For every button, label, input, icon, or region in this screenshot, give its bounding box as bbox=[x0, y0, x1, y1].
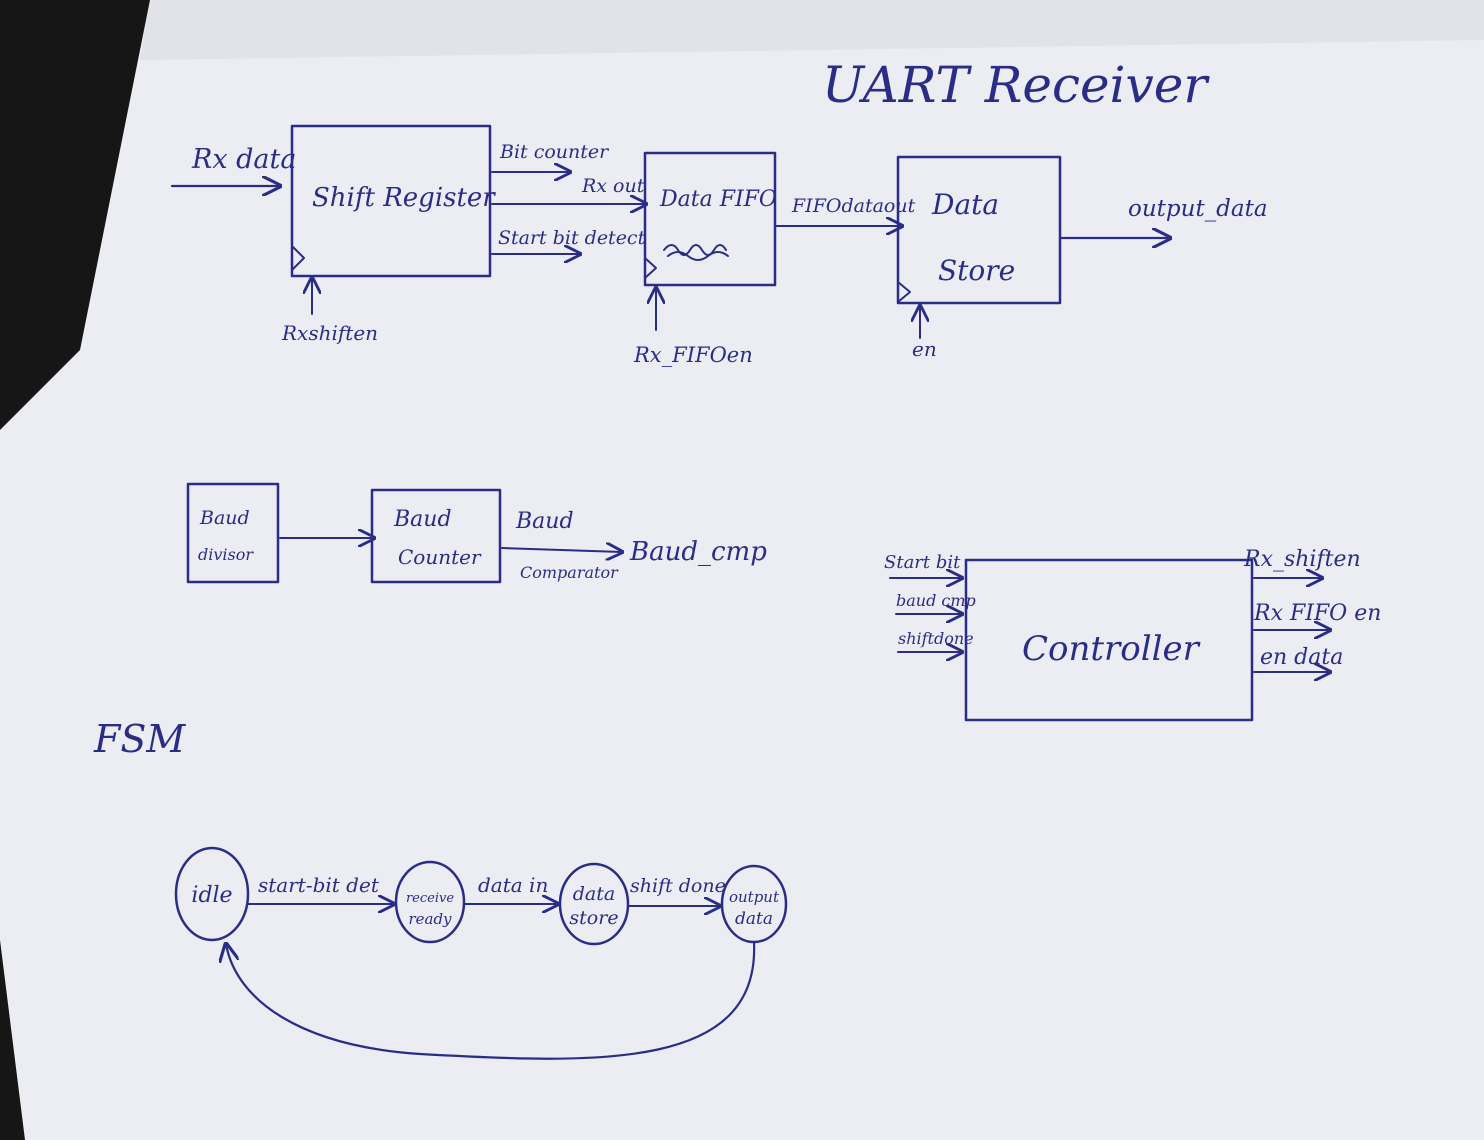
controller-input-baud-cmp: baud cmp bbox=[896, 591, 976, 610]
fsm-state-data-store-line2: store bbox=[569, 907, 618, 929]
controller-input-start-bit: Start bit bbox=[884, 552, 961, 573]
fsm-state-data-store bbox=[558, 862, 630, 946]
controller-output-en-data: en data bbox=[1260, 645, 1343, 670]
fsm-transition-start-bit-label: start-bit det bbox=[258, 873, 380, 897]
baud-counter-block bbox=[370, 488, 502, 584]
fsm-state-idle bbox=[174, 846, 250, 942]
fifo-block bbox=[643, 151, 777, 287]
controller-block bbox=[964, 558, 1254, 722]
shift-register-label: Shift Register bbox=[312, 183, 496, 213]
clock-triangle-icon bbox=[291, 245, 305, 271]
fsm-transition-data-in-label: data in bbox=[478, 873, 548, 897]
baud-comparator-label-line2: Comparator bbox=[520, 563, 619, 582]
shift-register-block bbox=[290, 124, 492, 278]
fsm-state-receive-ready-line2: ready bbox=[408, 910, 452, 928]
baud-counter-label-line1: Baud bbox=[393, 507, 452, 532]
controller-output-rx-shiften: Rx_shiften bbox=[1243, 547, 1361, 572]
baud-cmp-label: Baud_cmp bbox=[629, 537, 767, 567]
baud-divisor-label-line2: divisor bbox=[198, 545, 254, 564]
rx-data-label: Rx data bbox=[191, 144, 296, 175]
rx-out-label: Rx out bbox=[581, 175, 645, 197]
output-data-label: output_data bbox=[1128, 196, 1268, 222]
paper-shadow bbox=[140, 0, 1484, 60]
fifo-label: Data FIFO bbox=[659, 187, 777, 212]
controller-input-shiftdone: shiftdone bbox=[898, 629, 974, 648]
fsm-state-idle-label: idle bbox=[191, 883, 232, 908]
baud-divisor-label-line1: Baud bbox=[199, 507, 250, 529]
diagram-title: UART Receiver bbox=[822, 56, 1210, 114]
rxshiften-label: Rxshiften bbox=[281, 321, 378, 345]
clock-triangle-icon bbox=[644, 257, 657, 279]
fsm-state-output-data-line2: data bbox=[735, 909, 773, 929]
fsm-heading: FSM bbox=[93, 717, 186, 761]
en-label: en bbox=[912, 337, 937, 361]
fsm-state-output-data-line1: output bbox=[729, 888, 780, 906]
fsm-state-receive-ready bbox=[394, 860, 466, 944]
fsm-state-receive-ready-line1: receive bbox=[406, 891, 454, 906]
fsm-transition-output-idle bbox=[226, 942, 756, 1060]
baud-divisor-block bbox=[186, 482, 280, 584]
data-store-block bbox=[896, 155, 1062, 305]
fsm-state-data-store-line1: data bbox=[573, 883, 615, 905]
data-store-label-line2: Store bbox=[938, 254, 1015, 287]
baud-comparator-arrow bbox=[501, 548, 622, 552]
data-store-label-line1: Data bbox=[931, 188, 999, 221]
controller-label: Controller bbox=[1022, 629, 1201, 669]
fsm-transition-shift-done-label: shift done bbox=[630, 875, 726, 897]
fifo-dataout-label: FIFOdataout bbox=[791, 195, 916, 217]
start-bit-detect-label: Start bit detect bbox=[498, 227, 646, 249]
scribble-mark bbox=[663, 244, 729, 261]
rx-fifoen-label: Rx_FIFOen bbox=[633, 343, 753, 367]
controller-output-rx-fifo-en: Rx FIFO en bbox=[1253, 601, 1381, 626]
baud-counter-label-line2: Counter bbox=[398, 545, 482, 569]
bit-counter-label: Bit counter bbox=[499, 141, 610, 163]
clock-triangle-icon bbox=[897, 281, 911, 303]
baud-comparator-label-line1: Baud bbox=[515, 509, 574, 534]
